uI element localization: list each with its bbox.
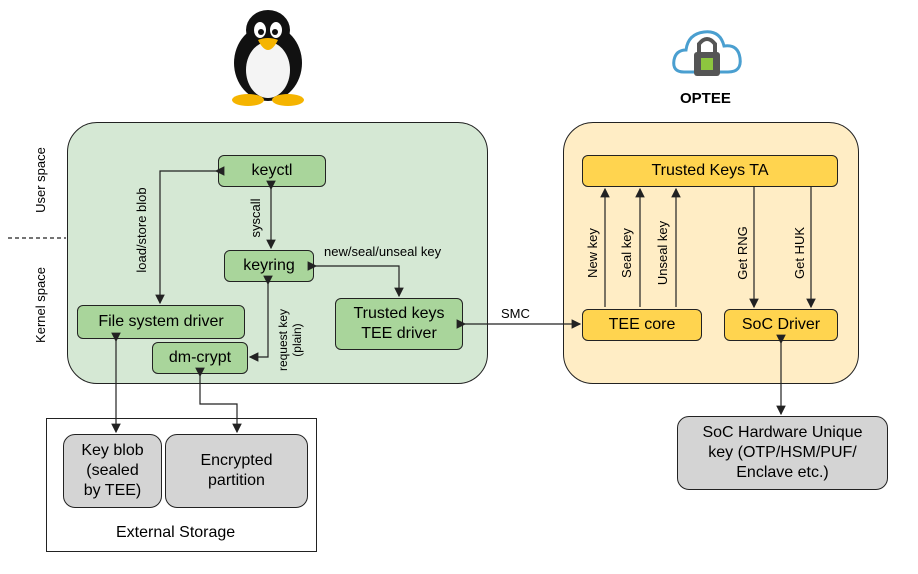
new-key-label: New key xyxy=(585,228,600,278)
file-system-driver-box: File system driver xyxy=(77,305,245,339)
new-seal-unseal-key-label: new/seal/unseal key xyxy=(324,244,442,259)
encrypted-partition-box: Encrypted partition xyxy=(165,434,308,508)
trusted-keys-tee-driver-box: Trusted keys TEE driver xyxy=(335,298,463,350)
seal-key-label: Seal key xyxy=(619,228,634,278)
tee-core-box: TEE core xyxy=(582,309,702,341)
smc-label: SMC xyxy=(501,306,530,321)
request-key-label: request key (plain) xyxy=(276,308,304,372)
external-storage-title: External Storage xyxy=(116,524,236,541)
linux-penguin-icon xyxy=(218,8,318,108)
syscall-label: syscall xyxy=(248,198,263,238)
trusted-keys-ta-box: Trusted Keys TA xyxy=(582,155,838,187)
get-huk-label: Get HUK xyxy=(792,227,807,280)
load-store-blob-label: load/store blob xyxy=(134,187,149,273)
get-rng-label: Get RNG xyxy=(735,226,750,280)
optee-cloud-lock-icon xyxy=(670,22,744,84)
key-blob-box: Key blob (sealed by TEE) xyxy=(63,434,162,508)
optee-logo-text: OPTEE xyxy=(680,90,731,107)
soc-driver-box: SoC Driver xyxy=(724,309,838,341)
soc-hardware-unique-key-box: SoC Hardware Unique key (OTP/HSM/PUF/ En… xyxy=(677,416,888,490)
unseal-key-label: Unseal key xyxy=(655,220,670,286)
keyctl-box: keyctl xyxy=(218,155,326,187)
